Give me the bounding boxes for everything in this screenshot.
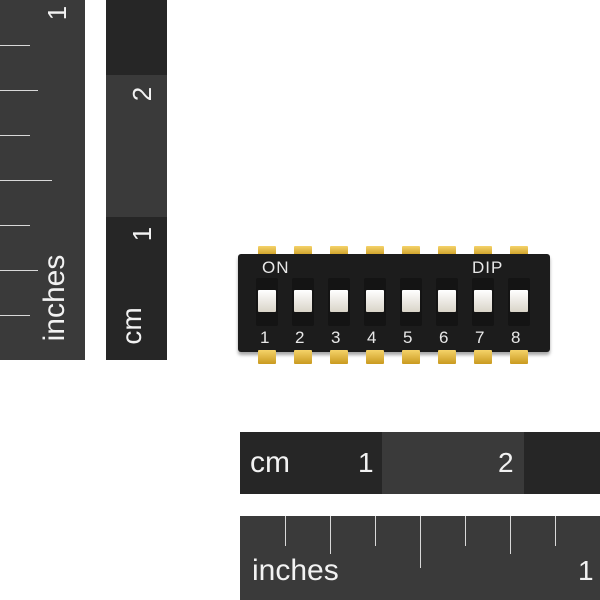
ruler-tick <box>465 516 466 546</box>
switch-number-8: 8 <box>511 328 521 347</box>
dip-switch-body: ON DIP 1 2 3 4 5 6 7 8 <box>238 254 550 352</box>
switch-number-4: 4 <box>367 328 377 347</box>
ruler-tick <box>0 90 38 91</box>
ruler-tick <box>0 180 52 181</box>
ruler-tick <box>0 225 30 226</box>
inch-ruler-label: inches <box>38 254 71 342</box>
horizontal-cm-ruler: cm 1 2 <box>240 432 600 494</box>
switch-5[interactable] <box>400 278 422 326</box>
ruler-tick <box>0 315 30 316</box>
ruler-tick <box>510 516 511 554</box>
inch-ruler-number: 1 <box>42 5 72 21</box>
cm-ruler-number-2: 2 <box>498 447 514 478</box>
ruler-tick <box>420 516 421 568</box>
cm-ruler-number-1: 1 <box>127 226 157 242</box>
vertical-inch-ruler: 1 inches <box>0 0 85 360</box>
inch-ruler-number: 1 <box>578 555 594 586</box>
switch-number-2: 2 <box>295 328 305 347</box>
switch-4[interactable] <box>364 278 386 326</box>
ruler-tick <box>375 516 376 546</box>
dip-label: DIP <box>472 258 504 277</box>
ruler-tick <box>285 516 286 546</box>
vertical-cm-ruler: 2 1 cm <box>106 0 167 360</box>
switch-number-5: 5 <box>403 328 413 347</box>
ruler-tick <box>0 135 30 136</box>
switch-2[interactable] <box>292 278 314 326</box>
cm-ruler-label: cm <box>250 446 290 479</box>
switch-1[interactable] <box>256 278 278 326</box>
switch-number-6: 6 <box>439 328 449 347</box>
switch-number-1: 1 <box>260 328 270 347</box>
switch-7[interactable] <box>472 278 494 326</box>
switch-number-3: 3 <box>331 328 341 347</box>
switch-6[interactable] <box>436 278 458 326</box>
horizontal-inch-ruler: inches 1 <box>240 516 600 600</box>
ruler-tick <box>555 516 556 546</box>
cm-ruler-number-1: 1 <box>358 447 374 478</box>
ruler-tick <box>0 270 38 271</box>
ruler-tick <box>330 516 331 554</box>
cm-ruler-number-2: 2 <box>127 86 157 102</box>
ruler-tick <box>0 45 30 46</box>
switch-8[interactable] <box>508 278 530 326</box>
switch-number-7: 7 <box>475 328 485 347</box>
inch-ruler-label: inches <box>252 554 339 587</box>
on-label: ON <box>262 258 290 277</box>
switch-3[interactable] <box>328 278 350 326</box>
dip-switch: ON DIP 1 2 3 4 5 6 7 8 <box>236 246 552 370</box>
cm-ruler-label: cm <box>116 307 147 345</box>
